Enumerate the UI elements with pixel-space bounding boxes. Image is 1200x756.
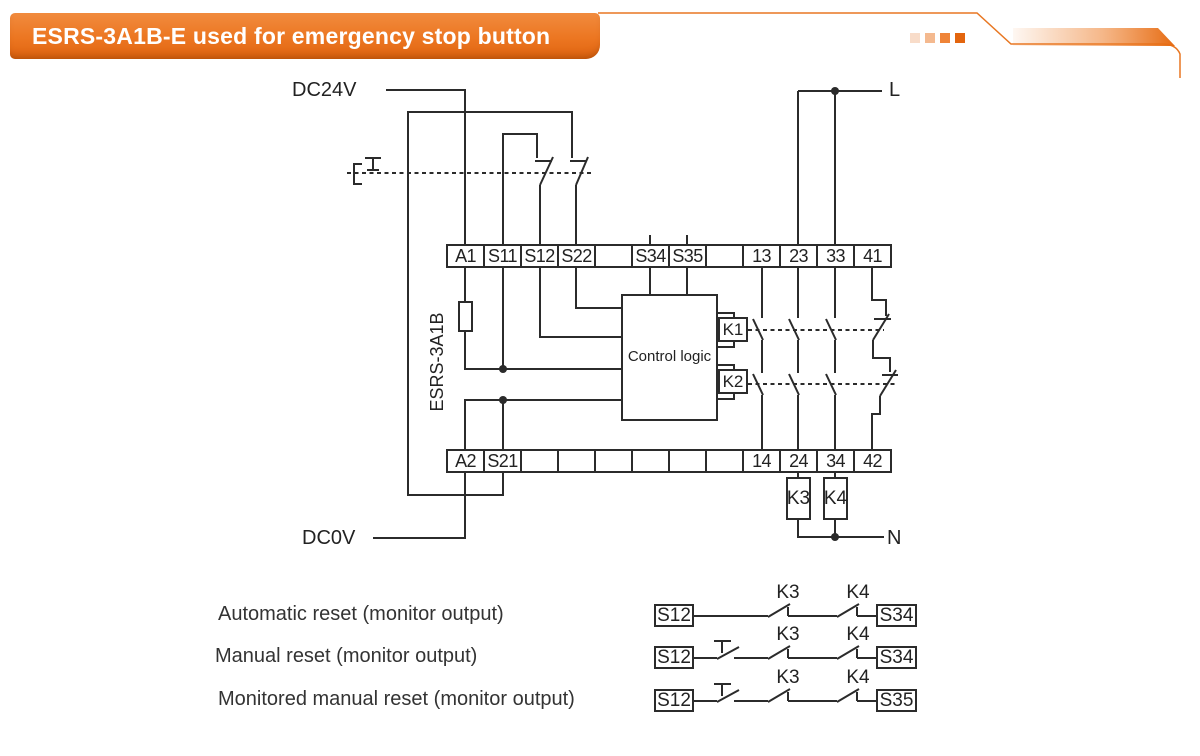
line-l-wire bbox=[797, 90, 882, 245]
reset-mode-label-monitored-manual: Monitored manual reset (monitor output) bbox=[218, 688, 575, 710]
contact-k3-label: K3 bbox=[776, 624, 800, 645]
contact-k4-label: K4 bbox=[846, 582, 870, 603]
terminal-label: 33 bbox=[826, 246, 845, 266]
neutral-n-label: N bbox=[887, 527, 902, 549]
terminal-labels-bottom: A2 S21 14 24 34 42 bbox=[447, 451, 891, 472]
dc0v-label: DC0V bbox=[302, 527, 356, 549]
terminal-box-s12: S12 bbox=[654, 604, 694, 627]
terminal-strip-top bbox=[446, 244, 892, 268]
terminal-label: S22 bbox=[561, 246, 592, 266]
terminal-labels-top: A1 S11 S12 S22 S34 S35 13 23 33 41 bbox=[447, 246, 891, 267]
terminal-label: A2 bbox=[455, 451, 476, 471]
dc24v-wire bbox=[386, 89, 466, 245]
terminal-strip-bottom bbox=[446, 449, 892, 473]
output-contact-column-23-24 bbox=[788, 267, 800, 450]
terminal-label: 24 bbox=[789, 451, 808, 471]
terminal-label: S11 bbox=[488, 246, 518, 266]
dc24v-label: DC24V bbox=[292, 79, 357, 101]
estop-loop-wire bbox=[407, 111, 573, 496]
terminal-label: 13 bbox=[752, 246, 771, 266]
k2-coil: K2 bbox=[718, 369, 748, 394]
contact-k4-label: K4 bbox=[846, 667, 870, 688]
fuse bbox=[458, 301, 473, 332]
output-contact-column-13-14 bbox=[752, 267, 764, 450]
reset2-circuit bbox=[694, 640, 877, 660]
terminal-box-s12: S12 bbox=[654, 689, 694, 712]
junction-dot bbox=[831, 533, 839, 541]
contact-k4-label: K4 bbox=[846, 624, 870, 645]
decor-squares bbox=[910, 33, 965, 43]
estop-contact-s11-s12 bbox=[502, 133, 554, 245]
k3-k4-to-neutral-wire bbox=[797, 472, 884, 538]
terminal-label: 34 bbox=[826, 451, 845, 471]
k1-coil: K1 bbox=[718, 317, 748, 342]
terminal-label: S21 bbox=[487, 451, 518, 471]
terminal-box-s35: S35 bbox=[876, 689, 917, 712]
terminal-label bbox=[706, 451, 743, 472]
reset-mode-label-manual: Manual reset (monitor output) bbox=[215, 645, 478, 667]
contact-k3-label: K3 bbox=[776, 582, 800, 603]
terminal-label bbox=[669, 451, 706, 472]
s12-input-wire bbox=[539, 267, 622, 338]
terminal-box-s34: S34 bbox=[876, 604, 917, 627]
a2-s21-wire bbox=[464, 399, 622, 450]
junction-dot bbox=[499, 396, 507, 404]
terminal-label: 23 bbox=[789, 246, 808, 266]
page-title-banner: ESRS-3A1B-E used for emergency stop butt… bbox=[10, 13, 600, 59]
junction-dot bbox=[831, 87, 839, 95]
terminal-label: S12 bbox=[524, 246, 555, 266]
terminal-label: S34 bbox=[635, 246, 666, 266]
control-logic-label: Control logic bbox=[627, 348, 712, 365]
contact-k3-label: K3 bbox=[776, 667, 800, 688]
output-contact-column-33-34 bbox=[825, 267, 837, 450]
reset-mode-label-automatic: Automatic reset (monitor output) bbox=[218, 603, 504, 625]
nc-contact-column-41-42 bbox=[871, 267, 898, 450]
k3-contactor-box: K3 bbox=[786, 477, 811, 520]
line-l-label: L bbox=[889, 79, 901, 101]
reset3-circuit bbox=[694, 683, 877, 703]
terminal-box-s12: S12 bbox=[654, 646, 694, 669]
estop-button-icon bbox=[353, 157, 381, 185]
terminal-label: 42 bbox=[863, 451, 882, 471]
terminal-label: 14 bbox=[752, 451, 771, 471]
terminal-label bbox=[632, 451, 669, 472]
s22-input-wire bbox=[575, 267, 622, 309]
junction-dots bbox=[499, 87, 839, 541]
a1-s11-input-wire bbox=[464, 267, 622, 370]
dc0v-wire bbox=[373, 472, 466, 539]
terminal-label: S35 bbox=[672, 246, 703, 266]
device-name-label: ESRS-3A1B bbox=[427, 312, 447, 412]
terminal-label bbox=[521, 451, 558, 472]
page-title: ESRS-3A1B-E used for emergency stop butt… bbox=[32, 22, 551, 49]
terminal-label: A1 bbox=[455, 246, 476, 266]
k4-contactor-box: K4 bbox=[823, 477, 848, 520]
junction-dot bbox=[499, 365, 507, 373]
control-logic-box bbox=[621, 294, 718, 421]
terminal-label bbox=[595, 451, 632, 472]
s34-s35-wires bbox=[649, 235, 688, 295]
terminal-label bbox=[706, 246, 743, 267]
terminal-label: 41 bbox=[863, 246, 882, 266]
reset1-circuit bbox=[694, 603, 877, 618]
header-decor bbox=[598, 12, 1181, 78]
terminal-label bbox=[595, 246, 632, 267]
estop-contact-s21-s22 bbox=[570, 156, 589, 245]
decor-band bbox=[1013, 28, 1175, 46]
terminal-label bbox=[558, 451, 595, 472]
terminal-box-s34: S34 bbox=[876, 646, 917, 669]
